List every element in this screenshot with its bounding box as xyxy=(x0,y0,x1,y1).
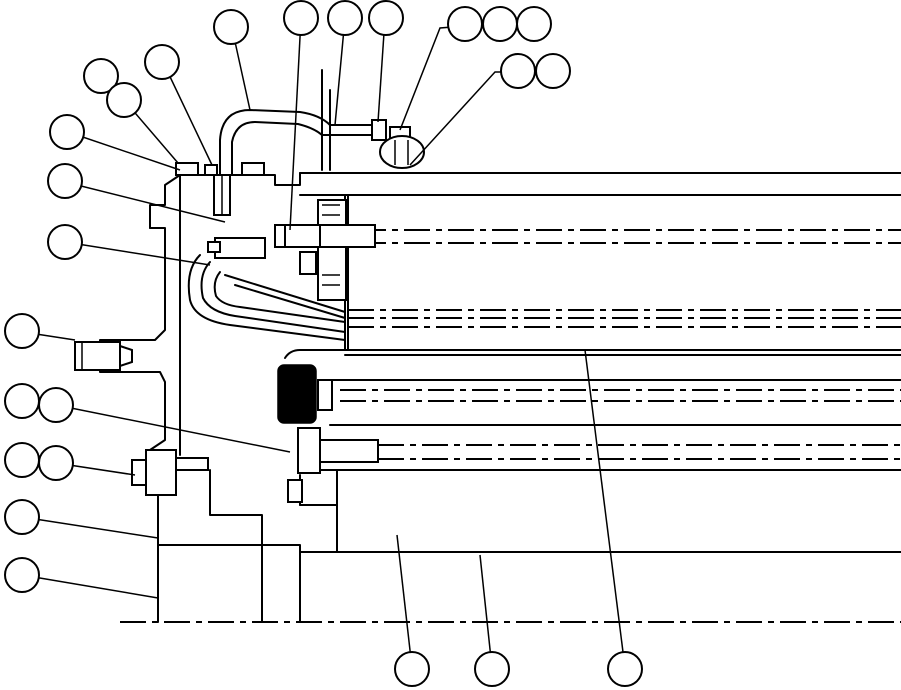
callout-circle xyxy=(474,651,510,687)
housing-outline xyxy=(299,172,901,553)
side-fitting xyxy=(74,341,133,371)
callout-circle xyxy=(4,442,40,478)
callout-circle xyxy=(106,82,142,118)
callout-circle xyxy=(4,313,40,349)
callout-circle xyxy=(49,114,85,150)
callout-circle xyxy=(516,6,552,42)
callout-circle xyxy=(83,58,119,94)
callout-circle xyxy=(47,224,83,260)
callout-circle xyxy=(447,6,483,42)
rubber-seal xyxy=(277,349,346,424)
callout-circle xyxy=(607,651,643,687)
callout-circle xyxy=(500,53,536,89)
callout-circle xyxy=(144,44,180,80)
callout-circle xyxy=(394,651,430,687)
callout-circle xyxy=(47,163,83,199)
callout-circle xyxy=(327,0,363,36)
callout-circle xyxy=(283,0,319,36)
callout-circle xyxy=(535,53,571,89)
callout-circles xyxy=(4,0,643,687)
lower-retainer xyxy=(131,427,379,503)
callout-circle xyxy=(38,445,74,481)
callout-circle xyxy=(4,557,40,593)
top-tube xyxy=(219,69,425,176)
callout-circle xyxy=(38,387,74,423)
inner-seal-assembly xyxy=(187,199,376,341)
callout-circle xyxy=(213,9,249,45)
callout-circle xyxy=(368,0,404,36)
callout-circle xyxy=(4,383,40,419)
center-lines xyxy=(120,229,901,623)
callout-circle xyxy=(482,6,518,42)
callout-circle xyxy=(4,499,40,535)
leader-lines xyxy=(21,17,626,669)
